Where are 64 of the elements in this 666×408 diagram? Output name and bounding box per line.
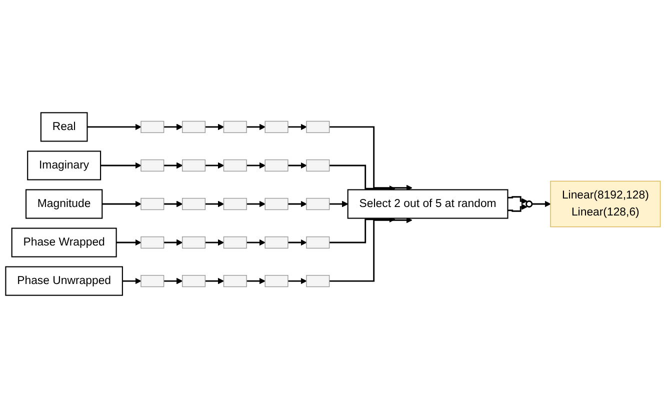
arrow bbox=[116, 239, 142, 246]
arrow bbox=[246, 200, 266, 208]
node-box: Imaginary bbox=[27, 150, 102, 180]
node-box bbox=[140, 198, 164, 210]
arrow bbox=[329, 126, 412, 191]
node-box bbox=[264, 236, 288, 249]
arrow bbox=[205, 200, 224, 208]
node-box: Select 2 out of 5 at random bbox=[347, 189, 508, 219]
node-box: Magnitude bbox=[25, 189, 103, 219]
node-box bbox=[264, 198, 288, 210]
node-box: Real bbox=[40, 112, 88, 142]
node-box bbox=[223, 236, 247, 249]
arrow bbox=[246, 239, 266, 246]
node-box bbox=[264, 159, 288, 172]
arrow bbox=[288, 278, 307, 284]
node-box bbox=[140, 159, 164, 172]
node-box bbox=[306, 159, 330, 172]
arrow bbox=[508, 196, 528, 204]
arrow bbox=[205, 278, 224, 284]
arrow bbox=[164, 278, 183, 284]
node-box bbox=[182, 236, 206, 249]
arrow bbox=[205, 162, 224, 169]
arrow bbox=[205, 239, 224, 246]
node-box bbox=[223, 198, 247, 210]
node-box bbox=[306, 120, 330, 134]
node-box bbox=[140, 274, 164, 288]
node-box: Phase Unwrapped bbox=[5, 266, 123, 296]
node-box: Linear(8192,128) Linear(128,6) bbox=[550, 180, 661, 228]
arrow bbox=[205, 124, 224, 130]
arrow bbox=[164, 162, 183, 169]
arrow bbox=[164, 124, 183, 130]
node-box bbox=[223, 159, 247, 172]
arrow bbox=[87, 124, 142, 130]
arrow bbox=[288, 124, 307, 130]
arrow bbox=[288, 239, 307, 246]
arrow bbox=[246, 124, 266, 130]
node-box bbox=[182, 120, 206, 134]
arrow bbox=[329, 200, 348, 208]
arrow bbox=[246, 162, 266, 169]
node-box bbox=[264, 120, 288, 134]
node-box bbox=[306, 198, 330, 210]
node-box bbox=[306, 274, 330, 288]
arrow bbox=[246, 278, 266, 284]
arrow bbox=[122, 278, 142, 284]
node-box bbox=[182, 198, 206, 210]
arrow bbox=[288, 200, 307, 208]
node-box bbox=[182, 159, 206, 172]
node-box: Phase Wrapped bbox=[11, 228, 117, 258]
arrow bbox=[329, 217, 412, 282]
arrow bbox=[288, 162, 307, 169]
arrow bbox=[508, 204, 528, 212]
node-box bbox=[182, 274, 206, 288]
node-circle bbox=[526, 200, 533, 208]
node-box bbox=[140, 236, 164, 249]
node-box bbox=[223, 120, 247, 134]
arrow bbox=[100, 162, 142, 169]
arrow bbox=[102, 200, 142, 208]
node-box bbox=[140, 120, 164, 134]
node-box bbox=[223, 274, 247, 288]
arrow bbox=[164, 239, 183, 246]
node-box bbox=[264, 274, 288, 288]
arrow bbox=[164, 200, 183, 208]
arrow bbox=[532, 200, 551, 208]
node-box bbox=[306, 236, 330, 249]
